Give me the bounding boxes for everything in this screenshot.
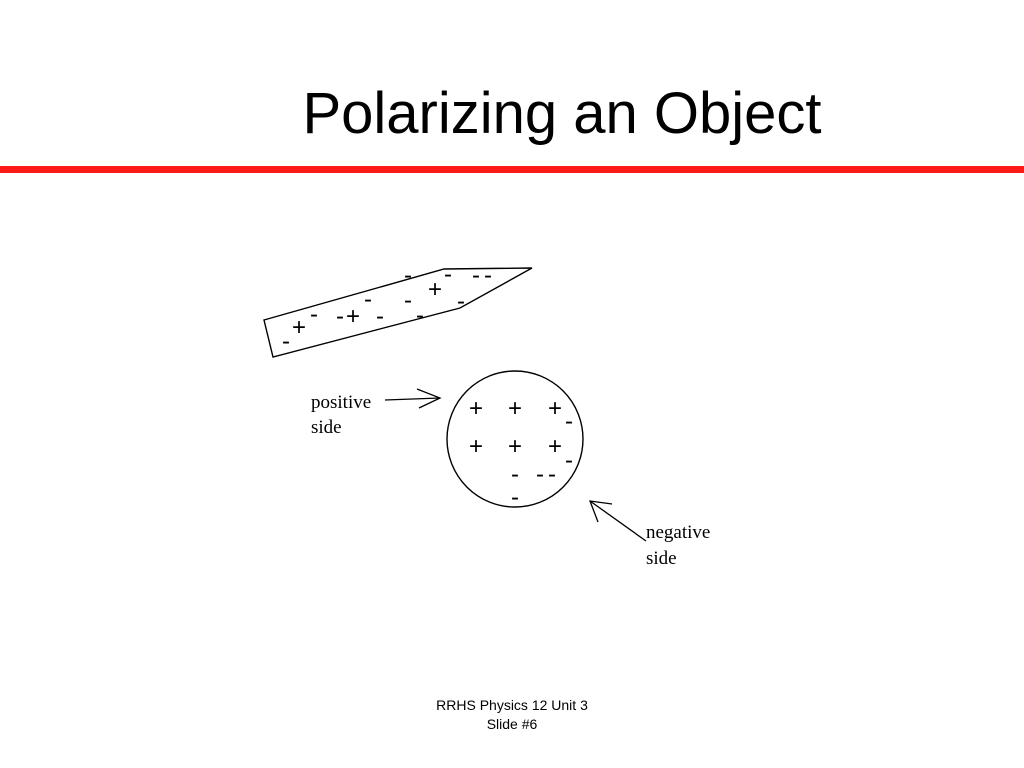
footer-slide-number: Slide #6 [486,716,538,732]
sphere-charge: - [565,408,573,435]
neutral-sphere [446,370,584,508]
rod-charge: - [310,301,318,328]
rod-charge: - [336,303,344,330]
sphere-charge: - [565,447,573,474]
sphere-charge: - [511,461,519,488]
slide-title: Polarizing an Object [302,81,822,146]
rod-charge: - [282,328,290,355]
sphere-charge: + [469,395,483,422]
rod-charge: - [457,288,465,315]
rod-charge: - [472,262,480,289]
sphere-charge: - [536,461,544,488]
charged-rod [263,267,533,358]
sphere-charge: + [548,433,562,460]
sphere-charge: + [508,395,522,422]
title-divider [0,166,1024,173]
rod-charge: - [444,261,452,288]
negative-side-label: negative [646,522,710,543]
rod-charge: - [484,262,492,289]
rod-charge: - [416,302,424,329]
negative-side-arrow [589,500,647,542]
positive-side-label: side [311,417,342,438]
rod-charge: + [428,276,442,303]
rod-charge: - [376,303,384,330]
sphere-charge: - [548,461,556,488]
rod-charge: + [292,314,306,341]
sphere-charge: - [511,484,519,511]
rod-charge: + [346,303,360,330]
sphere-charge: + [469,433,483,460]
positive-side-label: positive [311,392,371,413]
slide-footer: RRHS Physics 12 Unit 3 Slide #6 [412,696,612,734]
negative-side-label: side [646,548,677,569]
rod-charge: - [404,262,412,289]
footer-course: RRHS Physics 12 Unit 3 [436,697,588,713]
sphere-charge: + [508,433,522,460]
rod-charge: - [404,287,412,314]
positive-side-arrow [384,388,442,409]
sphere-charge: + [548,395,562,422]
divider-bar [0,166,1024,173]
rod-charge: - [364,286,372,313]
